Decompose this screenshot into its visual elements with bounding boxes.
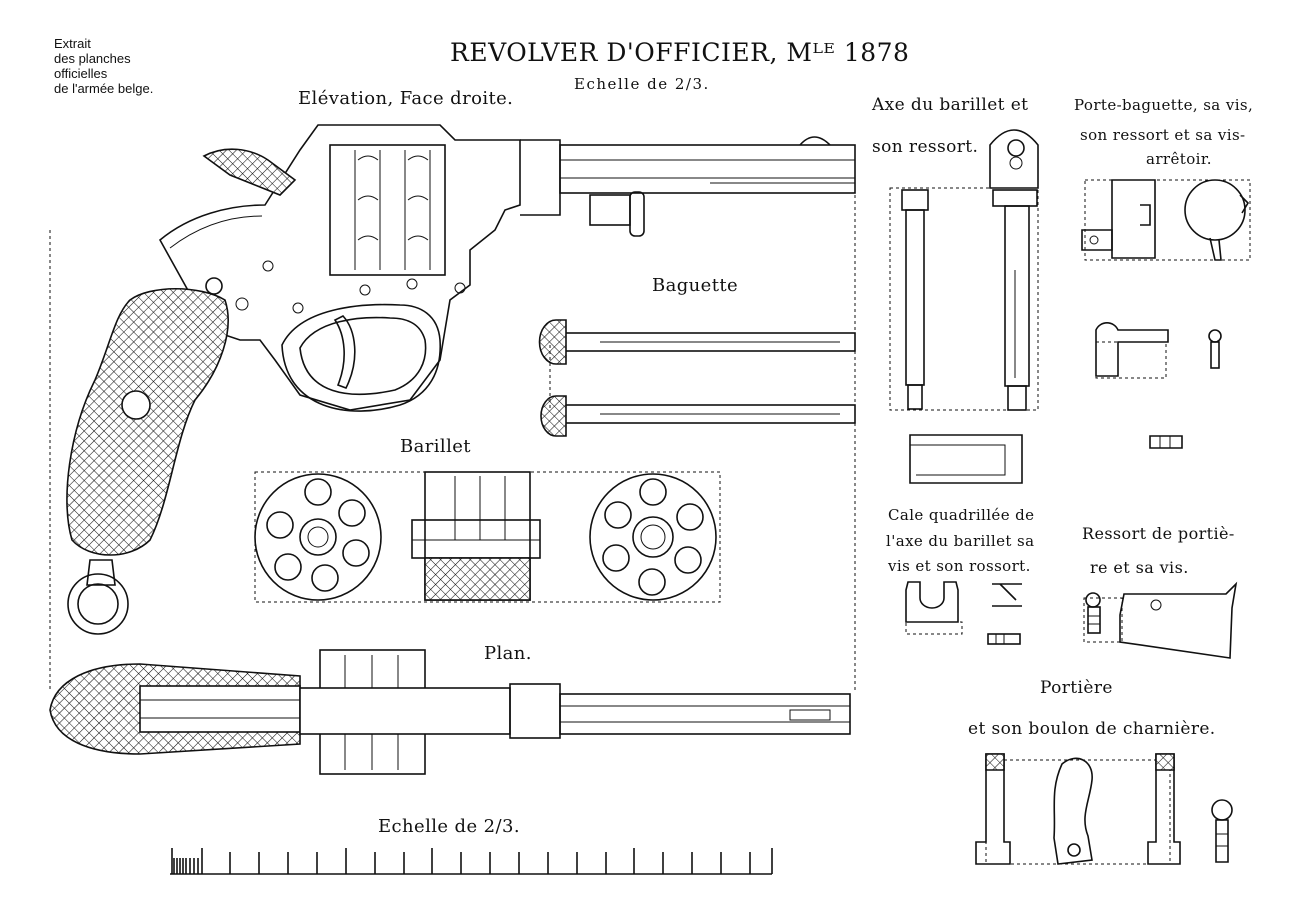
label-portiere-line2: et son boulon de charnière. [968, 719, 1216, 739]
source-note-line: de l'armée belge. [54, 81, 154, 96]
label-cale-line1: Cale quadrillée de [888, 506, 1035, 524]
label-portiere-line1: Portière [1040, 678, 1113, 698]
portiere-drawing [975, 753, 1233, 865]
axe-drawing [889, 129, 1039, 484]
revolver-plan [49, 649, 851, 775]
baguette-drawing [538, 319, 856, 437]
label-ressort-line1: Ressort de portiè- [1082, 524, 1235, 543]
label-barillet: Barillet [400, 436, 471, 457]
label-elevation: Elévation, Face droite. [298, 88, 514, 109]
label-porte-line1: Porte-baguette, sa vis, [1074, 96, 1254, 114]
revolver-elevation [66, 124, 856, 635]
label-plan: Plan. [484, 643, 532, 664]
source-note-line: des planches [54, 51, 131, 66]
label-porte-line3: arrêtoir. [1146, 150, 1212, 168]
label-axe-line1: Axe du barillet et [872, 95, 1029, 115]
ressort-drawing [1083, 581, 1238, 659]
plate-title: REVOLVER D'OFFICIER, Mᴸᴱ 1878 [450, 38, 910, 67]
label-ressort-line2: re et sa vis. [1090, 558, 1189, 577]
cale-drawing [905, 581, 1022, 645]
source-note-line: officielles [54, 66, 108, 81]
label-scale-bottom: Echelle de 2/3. [378, 816, 520, 837]
porte-baguette-drawing [1081, 179, 1251, 449]
label-baguette: Baguette [652, 275, 739, 296]
label-porte-line2: son ressort et sa vis- [1080, 126, 1246, 144]
scale-caption: Echelle de 2/3. [574, 75, 710, 93]
label-cale-line3: vis et son rossort. [888, 557, 1031, 575]
source-note: Extrait des planches officielles de l'ar… [54, 36, 153, 96]
barillet-drawing [254, 471, 721, 603]
label-axe-line2: son ressort. [872, 137, 979, 157]
source-note-line: Extrait [54, 36, 91, 51]
label-cale-line2: l'axe du barillet sa [886, 532, 1035, 550]
scale-bar [170, 848, 773, 875]
